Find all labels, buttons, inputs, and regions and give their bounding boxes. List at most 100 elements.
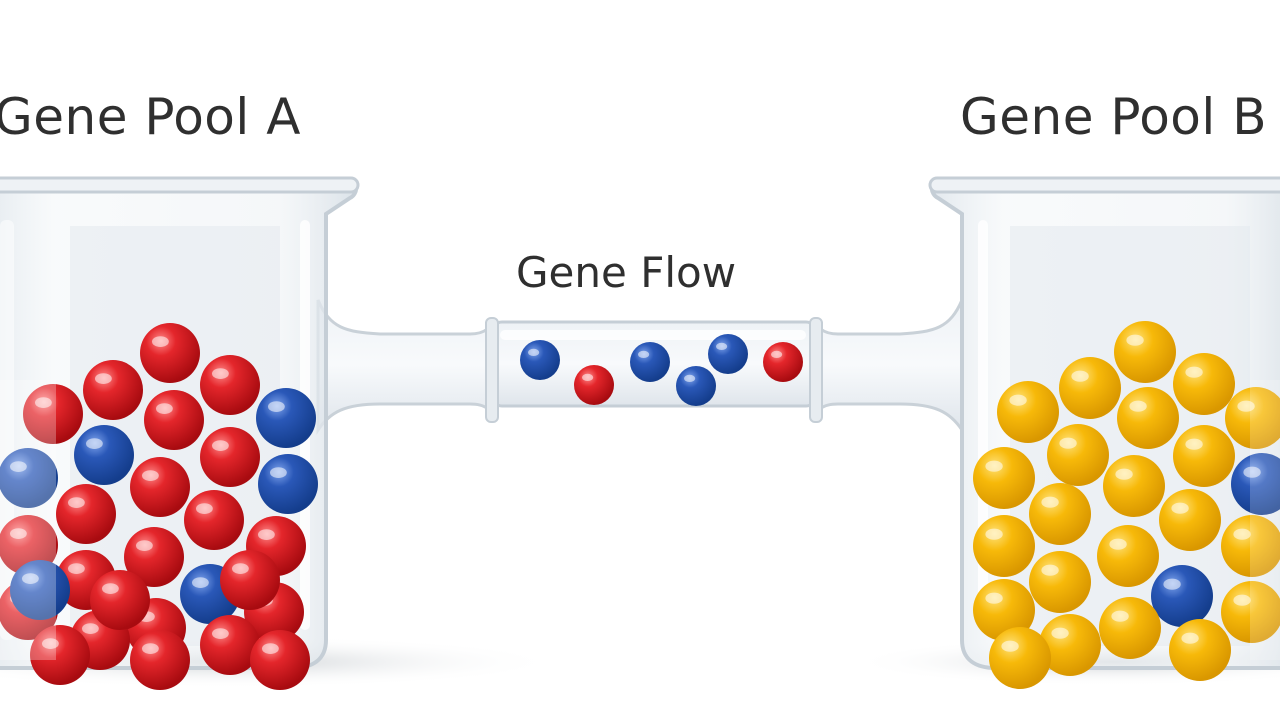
gene-flow-title: Gene Flow <box>516 248 737 297</box>
tube-allele-blue-highlight <box>638 350 650 358</box>
pool-b-allele-yellow-highlight <box>1111 610 1129 622</box>
pool-b-allele-blue-highlight <box>1243 466 1261 478</box>
pool-b-allele-yellow-highlight <box>1001 640 1019 652</box>
pool-b-allele-yellow-highlight <box>1009 394 1027 406</box>
gene-pool-b-title: Gene Pool B <box>960 88 1267 146</box>
pool-b-allele-yellow <box>1097 525 1159 587</box>
pool-b-allele-yellow <box>1117 387 1179 449</box>
pool-b-allele-blue <box>1151 565 1213 627</box>
pool-b-allele-yellow-highlight <box>985 592 1003 604</box>
pool-a-allele-red <box>130 630 190 690</box>
pool-b-allele-yellow <box>1059 357 1121 419</box>
pool-b-allele-yellow-highlight <box>1109 538 1127 550</box>
pool-a-allele-red-highlight <box>212 628 229 639</box>
pool-a-allele-red <box>130 457 190 517</box>
pool-a-allele-red-highlight <box>212 440 229 451</box>
pool-b-allele-yellow-highlight <box>985 528 1003 540</box>
pool-a-allele-red-highlight <box>82 623 99 634</box>
pool-a-allele-red <box>250 630 310 690</box>
pool-a-allele-red-highlight <box>156 403 173 414</box>
beaker-b-front-glass <box>1250 380 1280 660</box>
gene-pool-a-title: Gene Pool A <box>0 88 301 146</box>
pool-a-allele-blue <box>258 454 318 514</box>
pool-a-allele-red-highlight <box>35 397 52 408</box>
pool-b-allele-yellow <box>1159 489 1221 551</box>
beaker-b-arm <box>814 299 964 435</box>
pool-b-allele-yellow-highlight <box>1185 366 1203 378</box>
pool-a-allele-blue-highlight <box>268 401 285 412</box>
pool-b-allele-yellow <box>997 381 1059 443</box>
pool-b-allele-yellow <box>1173 425 1235 487</box>
pool-b-allele-yellow-highlight <box>1233 594 1251 606</box>
pool-a-allele-red <box>140 323 200 383</box>
pool-a-allele-blue-highlight <box>86 438 103 449</box>
pool-a-allele-red-highlight <box>68 563 85 574</box>
pool-a-alleles <box>0 323 318 690</box>
tube-allele-blue-highlight <box>716 342 728 350</box>
pool-a-allele-red <box>56 484 116 544</box>
tube-allele-blue <box>520 340 560 380</box>
pool-b-allele-yellow <box>1047 424 1109 486</box>
pool-a-allele-red-highlight <box>136 540 153 551</box>
pool-b-allele-blue-highlight <box>1163 578 1181 590</box>
pool-b-allele-yellow <box>989 627 1051 689</box>
pool-b-allele-yellow <box>1103 455 1165 517</box>
pool-a-allele-red-highlight <box>42 638 59 649</box>
pool-b-allele-yellow-highlight <box>1129 400 1147 412</box>
tube-allele-red <box>763 342 803 382</box>
beaker-a-arm <box>316 299 494 435</box>
pool-b-allele-yellow-highlight <box>1041 496 1059 508</box>
pool-a-allele-red-highlight <box>232 563 249 574</box>
tube-allele-blue <box>676 366 716 406</box>
pool-b-allele-yellow-highlight <box>1126 334 1144 346</box>
pool-a-allele-blue-highlight <box>22 573 39 584</box>
tube-allele-blue-highlight <box>684 374 696 382</box>
tube-allele-red-highlight <box>582 373 594 381</box>
pool-a-allele-blue <box>256 388 316 448</box>
pool-b-allele-yellow <box>1029 551 1091 613</box>
pool-a-allele-red <box>144 390 204 450</box>
pool-b-allele-yellow <box>1173 353 1235 415</box>
pool-a-allele-blue-highlight <box>270 467 287 478</box>
pool-a-allele-blue <box>74 425 134 485</box>
pool-b-allele-yellow-highlight <box>1237 400 1255 412</box>
pool-a-allele-red <box>200 355 260 415</box>
pool-b-allele-blue <box>1231 453 1280 515</box>
pool-b-allele-yellow <box>1114 321 1176 383</box>
pool-b-allele-yellow <box>1099 597 1161 659</box>
pool-a-allele-red <box>220 550 280 610</box>
tube-alleles <box>520 334 803 406</box>
pool-b-allele-yellow-highlight <box>1059 437 1077 449</box>
pool-b-allele-yellow <box>1169 619 1231 681</box>
pool-a-allele-red-highlight <box>212 368 229 379</box>
tube-allele-blue <box>630 342 670 382</box>
pool-b-allele-yellow-highlight <box>1185 438 1203 450</box>
pool-a-allele-red-highlight <box>10 528 27 539</box>
beaker-a-front-glass <box>0 380 56 660</box>
pool-b-allele-yellow <box>973 515 1035 577</box>
pool-a-allele-red <box>83 360 143 420</box>
pool-b-allele-yellow <box>1225 387 1280 449</box>
pool-b-allele-yellow-highlight <box>1171 502 1189 514</box>
pool-b-allele-yellow-highlight <box>1051 627 1069 639</box>
pool-b-alleles <box>973 321 1280 689</box>
pool-a-allele-red <box>184 490 244 550</box>
pool-a-allele-red-highlight <box>68 497 85 508</box>
pool-a-allele-red <box>90 570 150 630</box>
tube-allele-red-highlight <box>771 350 783 358</box>
pool-b-allele-yellow-highlight <box>985 460 1003 472</box>
pool-a-allele-red-highlight <box>262 643 279 654</box>
pool-b-allele-yellow-highlight <box>1233 528 1251 540</box>
tube-allele-red <box>574 365 614 405</box>
tube-allele-blue <box>708 334 748 374</box>
pool-a-allele-red-highlight <box>102 583 119 594</box>
tube-allele-blue-highlight <box>528 348 540 356</box>
pool-b-allele-yellow-highlight <box>1181 632 1199 644</box>
pool-a-allele-blue-highlight <box>10 461 27 472</box>
pool-a-allele-red-highlight <box>142 643 159 654</box>
pool-b-allele-yellow <box>1029 483 1091 545</box>
pool-b-allele-yellow <box>973 447 1035 509</box>
pool-a-allele-red-highlight <box>95 373 112 384</box>
